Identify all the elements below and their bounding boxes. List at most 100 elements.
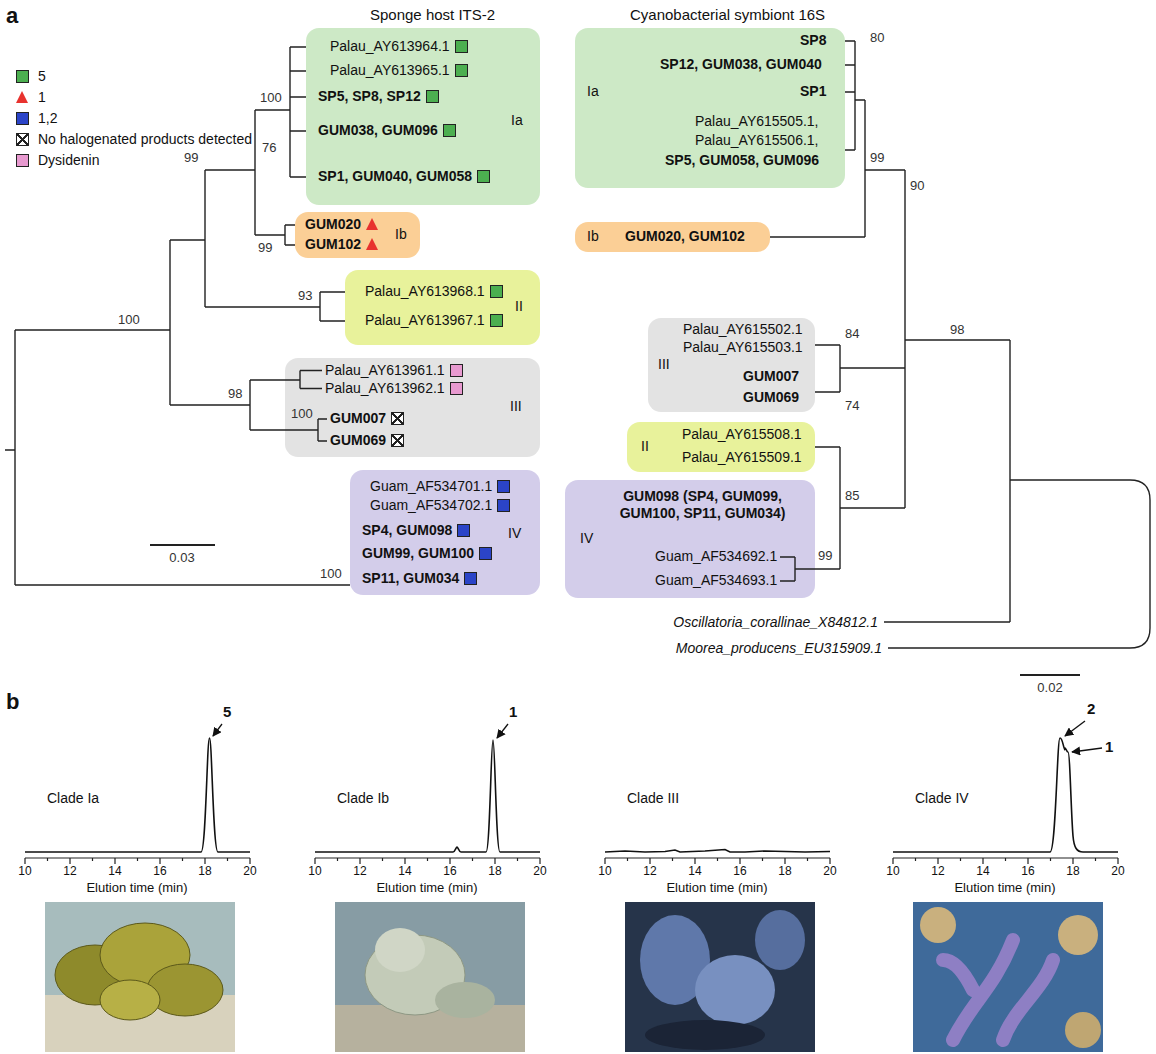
tick-label: 14 — [398, 864, 411, 878]
activity-marker — [455, 40, 468, 53]
bootstrap-value: 93 — [298, 288, 312, 303]
tree-branches-inside — [627, 422, 815, 472]
legend-symbol — [16, 91, 28, 103]
legend-swatch — [16, 112, 29, 125]
legend-swatch — [16, 70, 29, 83]
clade-box: Guam_AF534701.1Guam_AF534702.1SP4, GUM09… — [350, 470, 540, 595]
taxon-label: Palau_AY615509.1 — [682, 449, 802, 466]
bootstrap-value: 99 — [258, 240, 272, 255]
sponge-tubes — [943, 940, 1053, 1040]
outgroup-label: Moorea_producens_EU315909.1 — [676, 640, 882, 656]
tree-branch — [345, 270, 350, 345]
peak-arrow — [1065, 721, 1085, 736]
rock — [645, 1020, 765, 1050]
photo-iv — [913, 902, 1103, 1052]
photo-water — [335, 902, 525, 1052]
trace — [893, 738, 1118, 852]
tick-label: 18 — [778, 864, 791, 878]
activity-marker — [366, 238, 378, 250]
taxon-label: GUM99, GUM100 — [362, 545, 474, 562]
sponge-photos — [45, 902, 1103, 1052]
bootstrap-value: 99 — [184, 150, 198, 165]
taxon-label: SP4, GUM098 — [362, 522, 452, 539]
activity-marker — [391, 434, 404, 447]
peak-arrow — [1072, 748, 1102, 752]
tree-branches-inside — [285, 358, 540, 457]
axis-title: Elution time (min) — [954, 880, 1055, 895]
taxon-label: Palau_AY613968.1 — [365, 283, 485, 300]
tick-label: 18 — [1066, 864, 1079, 878]
activity-marker — [391, 412, 404, 425]
legend-text: No halogenated products detected — [38, 131, 252, 148]
taxon-label: Palau_AY615506.1, — [695, 132, 819, 149]
tick-label: 14 — [108, 864, 121, 878]
tick-label: 16 — [443, 864, 456, 878]
tick-label: 18 — [198, 864, 211, 878]
taxon-label: Guam_AF534702.1 — [370, 497, 492, 514]
chromatogram-iv — [893, 721, 1118, 864]
taxon-label: SP5, SP8, SP12 — [318, 88, 421, 105]
taxon-label: Palau_AY615502.1 — [683, 321, 803, 338]
photo-water — [45, 902, 235, 1052]
time-axis — [25, 858, 250, 864]
peak-arrow — [497, 724, 508, 738]
clade-box: Palau_AY615502.1Palau_AY615503.1IIIGUM00… — [648, 318, 815, 412]
activity-marker — [450, 382, 463, 395]
activity-marker — [366, 218, 378, 230]
taxon-label: GUM102 — [305, 236, 361, 253]
photo-ia — [45, 902, 235, 1052]
activity-marker — [490, 285, 503, 298]
clade-box-shape — [575, 28, 845, 188]
clade-box: SP8SP12, GUM038, GUM040SP1Palau_AY615505… — [575, 28, 845, 188]
tree-branches-inside — [350, 470, 540, 595]
tick-label: 18 — [488, 864, 501, 878]
clade-box: Palau_AY613961.1Palau_AY613962.1GUM007GU… — [285, 358, 540, 457]
coral — [920, 907, 956, 943]
time-axis — [605, 858, 830, 864]
clade-box: Palau_AY613968.1Palau_AY613967.1II — [345, 270, 540, 345]
sponge-body — [755, 910, 805, 970]
bootstrap-value: 0.03 — [169, 550, 194, 565]
tick-label: 16 — [1021, 864, 1034, 878]
clade-box: IbGUM020, GUM102 — [575, 222, 770, 252]
axis-title: Elution time (min) — [666, 880, 767, 895]
photo-water — [913, 902, 1103, 1052]
clade-box-shape — [627, 422, 815, 472]
taxon-label: IV — [508, 525, 521, 542]
tick-label: 14 — [688, 864, 701, 878]
tree-branches-inside — [648, 318, 815, 412]
clade-label: Clade III — [627, 790, 679, 807]
tick-label: 14 — [976, 864, 989, 878]
taxon-label: III — [510, 398, 522, 415]
taxon-label: Ib — [395, 226, 407, 243]
sponge-body — [375, 928, 425, 972]
bootstrap-value: 98 — [228, 386, 242, 401]
peak-label: 5 — [223, 703, 231, 721]
activity-marker — [479, 547, 492, 560]
taxon-label: Palau_AY613964.1 — [330, 38, 450, 55]
clade-box: GUM020GUM102Ib — [295, 212, 420, 258]
bootstrap-value: 100 — [260, 90, 282, 105]
tick-label: 10 — [18, 864, 31, 878]
sponge-body — [695, 955, 775, 1025]
clade-box-shape — [306, 28, 540, 205]
taxon-label: Guam_AF534692.1 — [655, 548, 777, 565]
taxon-label: Ia — [587, 83, 599, 100]
tick-label: 12 — [931, 864, 944, 878]
bootstrap-value: 76 — [262, 140, 276, 155]
tree-branches-inside — [345, 270, 540, 345]
peak-label: 1 — [1105, 738, 1113, 756]
taxon-label: Guam_AF534693.1 — [655, 572, 777, 589]
taxon-label: GUM069 — [743, 389, 799, 406]
tick-label: 20 — [1111, 864, 1124, 878]
time-axis — [315, 858, 540, 864]
tick-label: 12 — [63, 864, 76, 878]
panel-letter: a — [6, 4, 18, 28]
taxon-label: SP5, GUM058, GUM096 — [665, 152, 819, 169]
taxon-label: Palau_AY613961.1 — [325, 362, 445, 379]
legend-text: 1,2 — [38, 110, 57, 127]
trace — [25, 738, 250, 852]
bootstrap-value: 90 — [910, 178, 924, 193]
tree-heading: Sponge host ITS-2 — [370, 6, 495, 24]
taxon-label: Ib — [587, 228, 599, 245]
